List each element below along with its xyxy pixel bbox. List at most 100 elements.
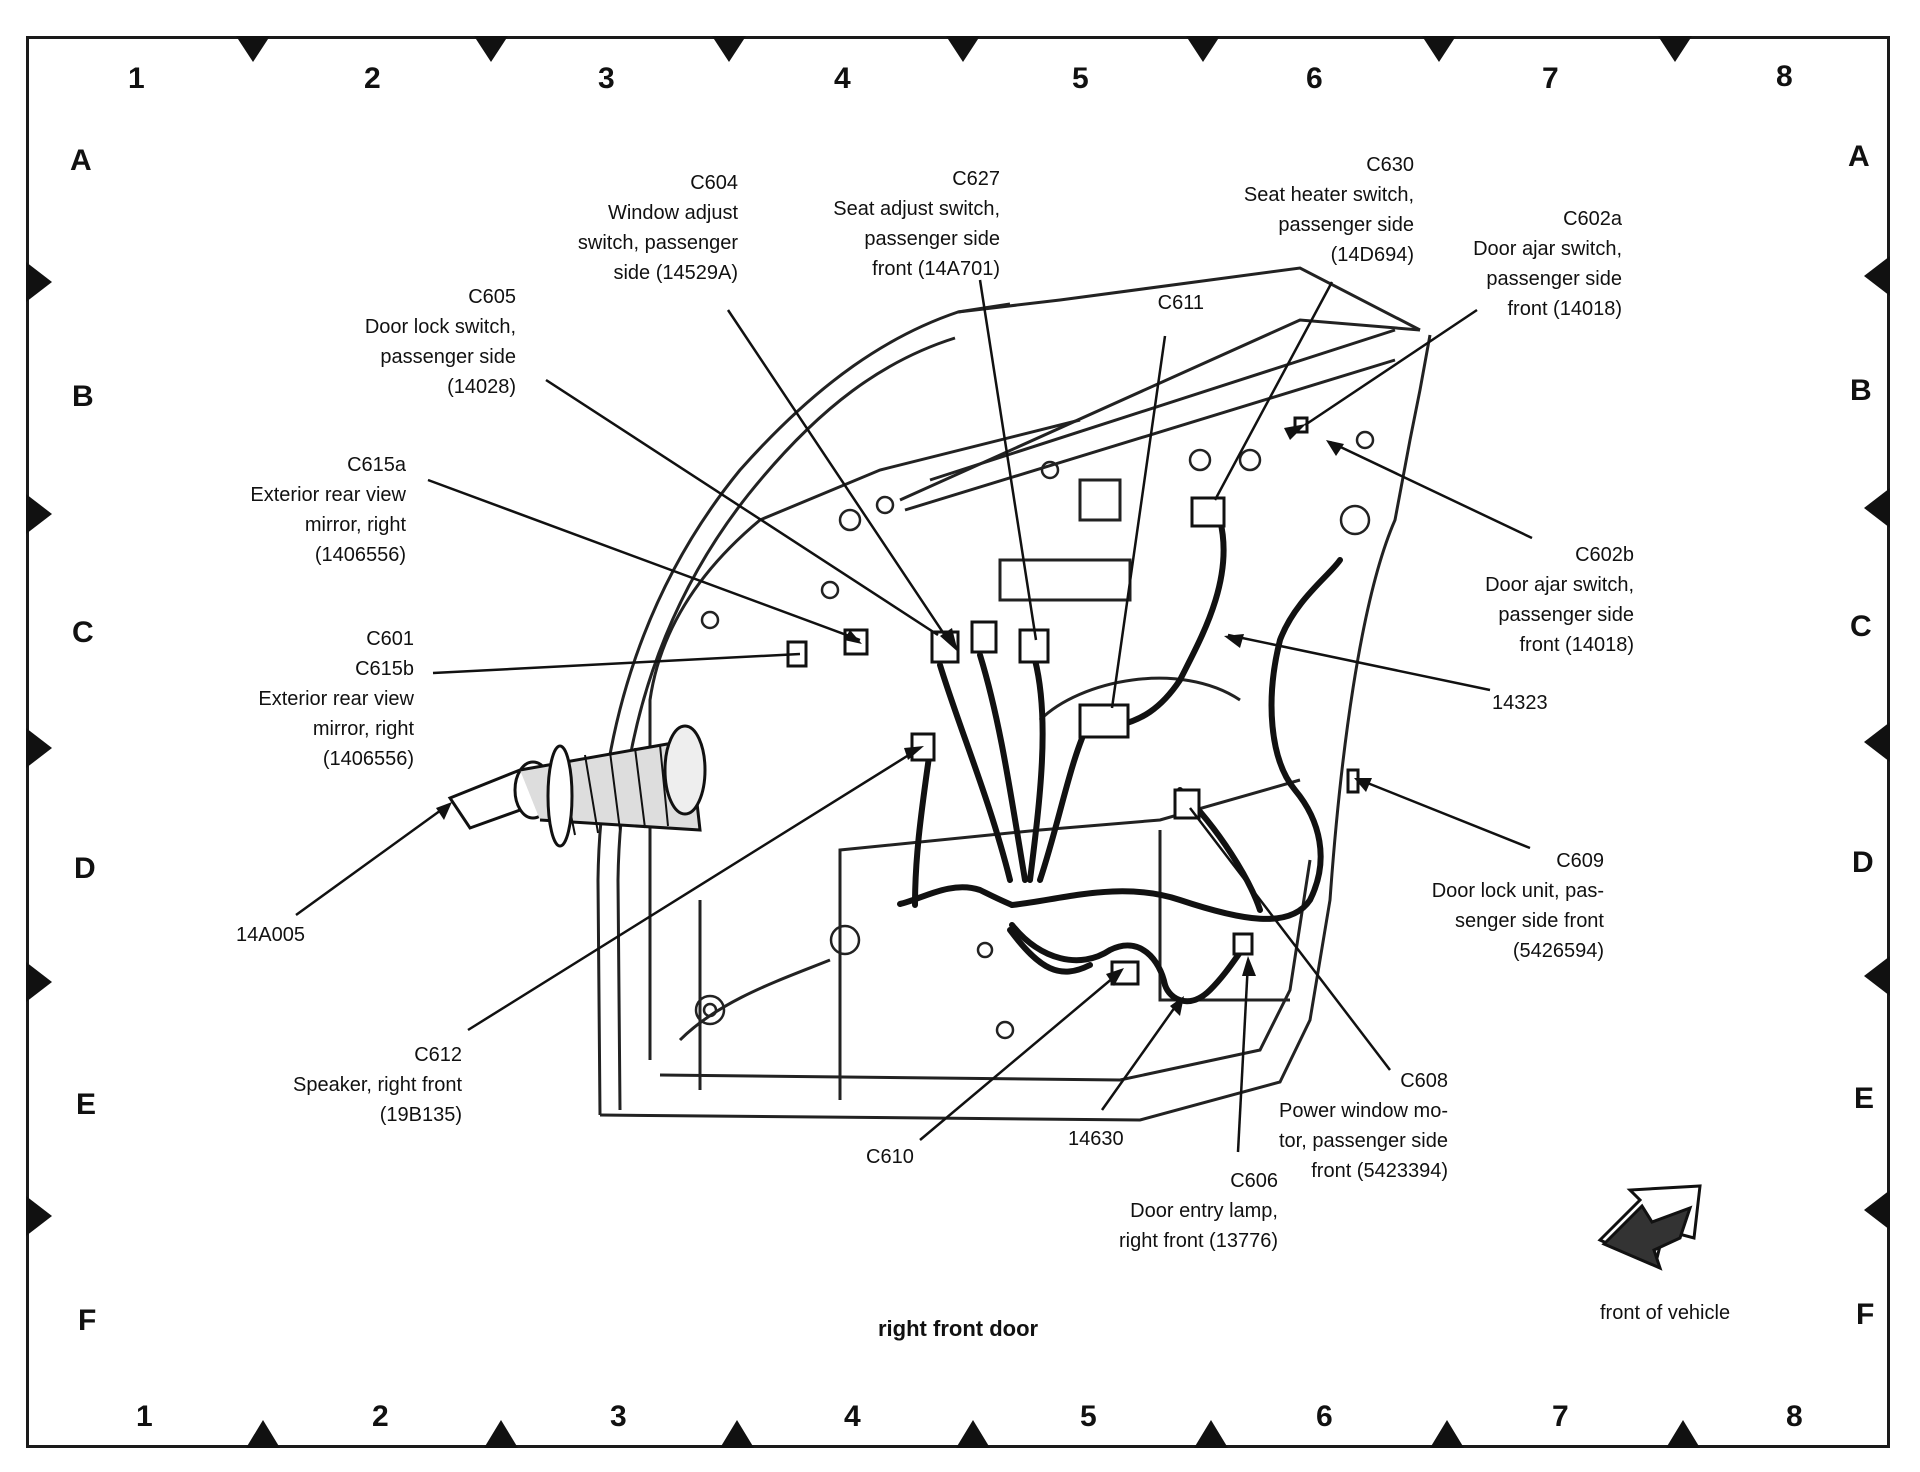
connector-c627	[970, 620, 998, 654]
connector-id: C606	[1230, 1170, 1278, 1192]
border-markers	[26, 36, 1890, 1448]
callout-c615a: C615a Exterior rear view mirror, right (…	[250, 450, 406, 570]
front-of-vehicle-arrow	[1597, 1184, 1702, 1271]
grid-col-1-bottom: 1	[136, 1400, 153, 1433]
connector-c609	[1346, 768, 1360, 794]
callout-line: tor, passenger side	[1279, 1130, 1448, 1152]
callout-c602b: C602b Door ajar switch, passenger side f…	[1485, 540, 1634, 660]
grid-row-c-right: C	[1850, 610, 1872, 643]
callout-line: Door lock switch,	[364, 316, 516, 338]
wire-harness-14323	[897, 517, 1343, 1005]
callout-c609: C609 Door lock unit, pas- senger side fr…	[1432, 846, 1604, 966]
grid-col-2-top: 2	[364, 62, 381, 95]
callout-line: Speaker, right front	[293, 1074, 462, 1096]
connector-id: C610	[866, 1146, 914, 1168]
diagram-caption: right front door	[878, 1316, 1039, 1341]
door-panel	[596, 266, 1432, 1122]
callout-c605: C605 Door lock switch, passenger side (1…	[365, 282, 516, 402]
callout-c604: C604 Window adjust switch, passenger sid…	[578, 168, 738, 288]
callout-c601-c615b: C601 C615b Exterior rear view mirror, ri…	[258, 624, 414, 774]
callout-c612: C612 Speaker, right front (19B135)	[293, 1040, 462, 1130]
grid-col-2-bottom: 2	[372, 1400, 389, 1433]
callout-line: Door entry lamp,	[1130, 1200, 1278, 1222]
callout-line: switch, passenger	[577, 232, 738, 254]
grid-col-6-top: 6	[1306, 62, 1323, 95]
grid-row-d-left: D	[74, 852, 96, 885]
callout-line: (19B135)	[379, 1104, 462, 1126]
callout-line: (14028)	[447, 376, 516, 398]
grid-col-6-bottom: 6	[1316, 1400, 1333, 1433]
connector-id: C611	[1157, 292, 1204, 314]
leader-lines	[295, 279, 1533, 1153]
part-number: 14A005	[236, 924, 305, 946]
grid-col-5-bottom: 5	[1080, 1400, 1097, 1433]
connector-c630	[1190, 496, 1226, 528]
callout-line: Power window mo-	[1279, 1100, 1448, 1122]
grommet-14a005	[447, 724, 707, 848]
grid-col-4-bottom: 4	[844, 1400, 861, 1433]
door-holes	[694, 430, 1375, 1040]
grid-row-d-right: D	[1852, 846, 1874, 879]
leader-arrowheads	[436, 424, 1372, 1016]
grid-row-a-left: A	[70, 144, 92, 177]
grid-row-f-right: F	[1856, 1298, 1875, 1331]
part-number: 14323	[1492, 692, 1548, 714]
callout-14323: 14323	[1492, 688, 1548, 718]
callout-line: Door ajar switch,	[1485, 574, 1634, 596]
callout-line: Exterior rear view	[250, 484, 406, 506]
connector-id: C627	[952, 168, 1000, 190]
grid-row-b-right: B	[1850, 374, 1872, 407]
callout-line: Seat adjust switch,	[833, 198, 1000, 220]
callout-c602a: C602a Door ajar switch, passenger side f…	[1473, 204, 1622, 324]
connector-id: C601	[366, 628, 414, 650]
part-number: 14630	[1068, 1128, 1124, 1150]
callout-line: mirror, right	[312, 718, 414, 740]
connector-id: C602b	[1575, 544, 1634, 566]
grid-row-b-left: B	[72, 380, 94, 413]
callout-line: passenger side	[1498, 604, 1634, 626]
connector-id: C605	[468, 286, 516, 308]
connector-c612	[910, 732, 936, 762]
callout-c630: C630 Seat heater switch, passenger side …	[1244, 150, 1414, 270]
grid-col-1-top: 1	[128, 62, 145, 95]
callout-line: front (14018)	[1519, 634, 1634, 656]
connector-id: C609	[1556, 850, 1604, 872]
connector-id: C615a	[347, 454, 406, 476]
callout-line: Window adjust	[607, 202, 738, 224]
grid-col-8-bottom: 8	[1786, 1400, 1803, 1433]
callout-line: passenger side	[864, 228, 1000, 250]
callout-line: Door ajar switch,	[1473, 238, 1622, 260]
grid-col-7-top: 7	[1542, 62, 1559, 95]
connector-id: C602a	[1563, 208, 1622, 230]
grid-row-c-left: C	[72, 616, 94, 649]
callout-c606: C606 Door entry lamp, right front (13776…	[1119, 1166, 1278, 1256]
diagram-frame	[26, 36, 1890, 1448]
connector-c611	[1078, 703, 1130, 739]
callout-line: (5426594)	[1512, 940, 1604, 962]
grid-col-8-top: 8	[1776, 60, 1793, 93]
connector-id: C604	[690, 172, 738, 194]
callout-line: passenger side	[380, 346, 516, 368]
callout-line: (14D694)	[1330, 244, 1414, 266]
front-of-vehicle-label: front of vehicle	[1600, 1302, 1731, 1324]
grid-col-7-bottom: 7	[1552, 1400, 1569, 1433]
callout-line: mirror, right	[304, 514, 406, 536]
callout-line: (1406556)	[322, 748, 414, 770]
callout-line: passenger side	[1486, 268, 1622, 290]
connector-id: C612	[414, 1044, 462, 1066]
grid-col-4-top: 4	[834, 62, 851, 95]
callout-c608: C608 Power window mo- tor, passenger sid…	[1279, 1066, 1448, 1186]
connector-id: C615b	[355, 658, 414, 680]
callout-line: right front (13776)	[1119, 1230, 1278, 1252]
callout-line: (1406556)	[314, 544, 406, 566]
connector-c606	[1232, 932, 1254, 956]
callout-c627: C627 Seat adjust switch, passenger side …	[833, 164, 1000, 284]
callout-line: Exterior rear view	[258, 688, 414, 710]
callout-line: passenger side	[1278, 214, 1414, 236]
callout-line: front (14018)	[1507, 298, 1622, 320]
callout-line: senger side front	[1455, 910, 1604, 932]
callout-14630: 14630	[1068, 1124, 1124, 1154]
grid-row-e-right: E	[1854, 1082, 1875, 1115]
grid-col-3-bottom: 3	[610, 1400, 627, 1433]
